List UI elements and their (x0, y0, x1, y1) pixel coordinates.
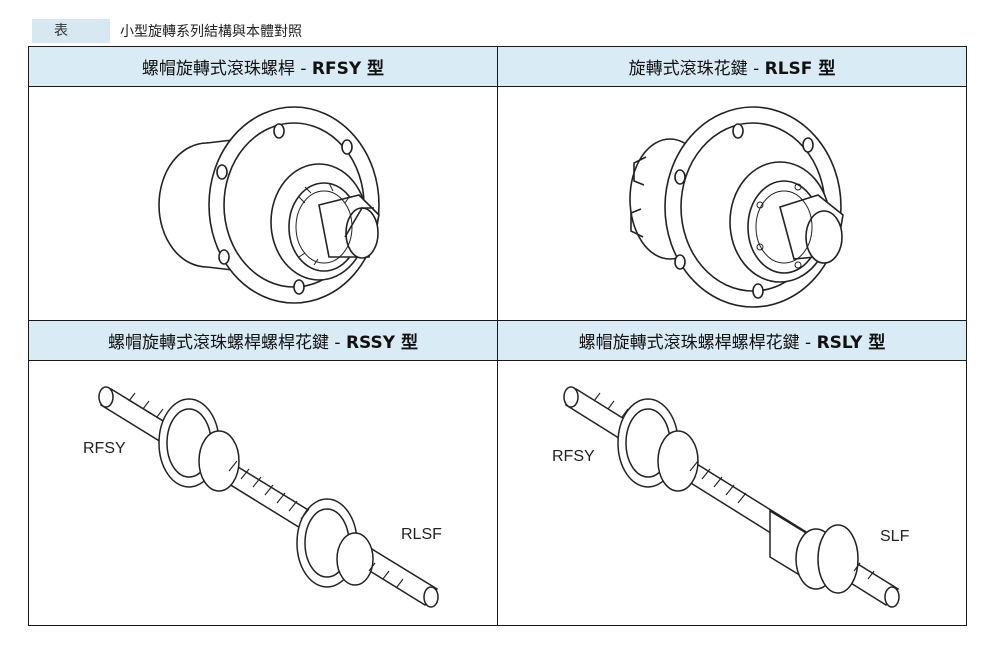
callout-rsly-right: SLF (880, 528, 910, 545)
rfsy-nut-drawing (158, 106, 380, 304)
cell-rfsy-drawing (28, 86, 498, 321)
callout-rssy-left: RFSY (83, 440, 126, 457)
callout-rsly-left: RFSY (552, 448, 595, 465)
table-caption: 表 1.1.2 小型旋轉系列結構與本體對照 (32, 19, 302, 63)
table-number: 表 1.1.2 (32, 19, 110, 63)
rsly-assembly-drawing: RFSY SLF (552, 386, 910, 608)
comparison-table: 螺帽旋轉式滾珠螺桿 - RFSY 型 旋轉式滾珠花鍵 - RLSF 型 (28, 46, 967, 626)
callout-rssy-right: RLSF (401, 526, 442, 543)
header-rsly: 螺帽旋轉式滾珠螺桿螺桿花鍵 - RSLY 型 (497, 320, 967, 361)
cell-rssy-drawing: RFSY RLSF (28, 360, 498, 626)
rssy-assembly-drawing: RFSY RLSF (83, 386, 442, 608)
cell-rlsf-drawing (497, 86, 967, 321)
cell-rsly-drawing: RFSY SLF (497, 360, 967, 626)
header-rlsf: 旋轉式滾珠花鍵 - RLSF 型 (497, 46, 967, 87)
rlsf-spline-drawing (629, 106, 844, 308)
table-title: 小型旋轉系列結構與本體對照 (120, 24, 302, 40)
header-rfsy: 螺帽旋轉式滾珠螺桿 - RFSY 型 (28, 46, 498, 87)
header-rssy: 螺帽旋轉式滾珠螺桿螺桿花鍵 - RSSY 型 (28, 320, 498, 361)
